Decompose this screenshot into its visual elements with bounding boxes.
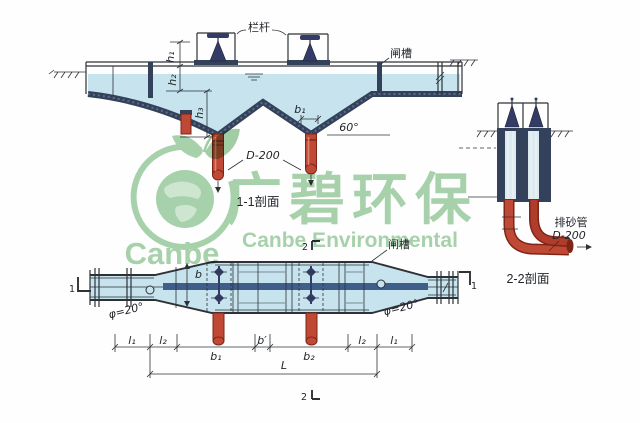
dim-h1: h₁ [164,51,177,62]
watermark-logo-text: Canbe [125,236,220,271]
section-2-2-view: 排砂管 D-200 2-2剖面 [459,97,592,286]
b1-dimension [297,115,322,124]
center-dividing-wall [163,283,428,290]
hopper-pipe-2 [305,133,317,186]
railing-label: 栏杆 [248,20,270,34]
watermark-brand-en: Canbe Environmental [242,229,458,252]
dim-b2-plan: b₂ [303,350,315,363]
railing-frame [497,102,549,128]
plan-pipe-stub-2 [305,312,318,346]
partitions [175,262,365,313]
cut-markers [77,240,471,400]
dim-b: b [195,268,202,281]
dim-b1-s1: b₁ [294,103,305,116]
valve-stems [504,97,544,128]
outlet-ticks [436,271,459,304]
valve-pedestal-1 [194,60,238,65]
water-area [88,74,460,134]
pipe-dia-label-s2: D-200 [552,229,585,242]
canbe-logo-icon [130,128,240,250]
plan-valve-group-1 [211,266,227,304]
watermark: Canbe 广碧环保 Canbe Environmental [125,128,478,271]
pipe-slot-1 [505,131,516,199]
inner-pipes [507,131,537,199]
railing-box-2 [287,33,329,62]
valve-2 [300,35,320,62]
watermark-brand-cn: 广碧环保 [226,168,478,231]
section-1-caption: 1-1剖面 [236,195,279,209]
inlet-ticks [89,268,132,307]
water-level-icon [245,73,263,81]
break-mark [435,71,445,85]
panel-seams [239,271,363,304]
h-dimension-lines [164,39,218,140]
marker-2-bottom: 2 [301,392,307,403]
pipe-dia-label-s1: D-200 [246,149,279,162]
section-2-caption: 2-2剖面 [506,272,549,286]
valve-1 [207,33,229,62]
section-1-1-view: 栏杆 闸槽 h₁ h₂ h₃ b₁ 60° D-200 1-1剖面 [48,20,478,209]
plan-gate-leader [371,249,388,262]
dim-b1-plan: b₁ [210,350,221,363]
marker-2-top: 2 [302,242,308,253]
plan-pipe-stub-1 [212,312,225,346]
center-post-right [376,279,386,289]
marker-1-right: 1 [471,281,477,292]
dim-l2-left: l₂ [159,334,167,347]
plan-valve-group-2 [303,266,319,304]
plan-dimension-chain [111,334,416,378]
pipe-slot-2 [528,131,539,199]
dim-h3: h₃ [193,107,206,119]
dim-b-prime: b′ [257,334,267,347]
ground-hatch-s2 [476,130,573,138]
hopper-angle-label: 60° [339,121,359,134]
plan-view: 闸槽 b φ=20° φ=20° l₁ l₂ b′ l₂ l₁ b₁ b₂ L … [69,238,477,403]
gate-slot-leader [380,57,390,65]
ground-left-hatch [48,69,86,79]
b-width-arrow [184,263,190,307]
dim-l1-right: l₁ [390,334,397,347]
plan-break-mark [442,282,449,293]
slope-pipe [180,110,192,135]
dim-total-L: L [281,359,287,372]
marker-1-left: 1 [69,284,75,295]
inlet-angle-label: φ=20° [107,300,145,321]
ground-right-hatch [449,59,478,67]
dim-h2: h₂ [166,74,179,86]
gate-slot-left [148,62,153,98]
sand-discharge-elbows [502,200,592,256]
gate-slot-right [377,62,382,91]
dim-l2-right: l₂ [358,334,366,347]
tank-floor-texture [87,93,462,137]
pipe-dia-leaders [227,159,302,171]
center-post-left [145,285,155,295]
railing-leaders [236,29,287,36]
gate-slot-label-plan: 闸槽 [388,238,410,251]
dim-l1-left: l₁ [128,334,135,347]
valve-pedestal-2 [287,60,330,65]
gate-slot-label-s1: 闸槽 [390,47,412,60]
sand-pipe-label: 排砂管 [555,215,588,229]
